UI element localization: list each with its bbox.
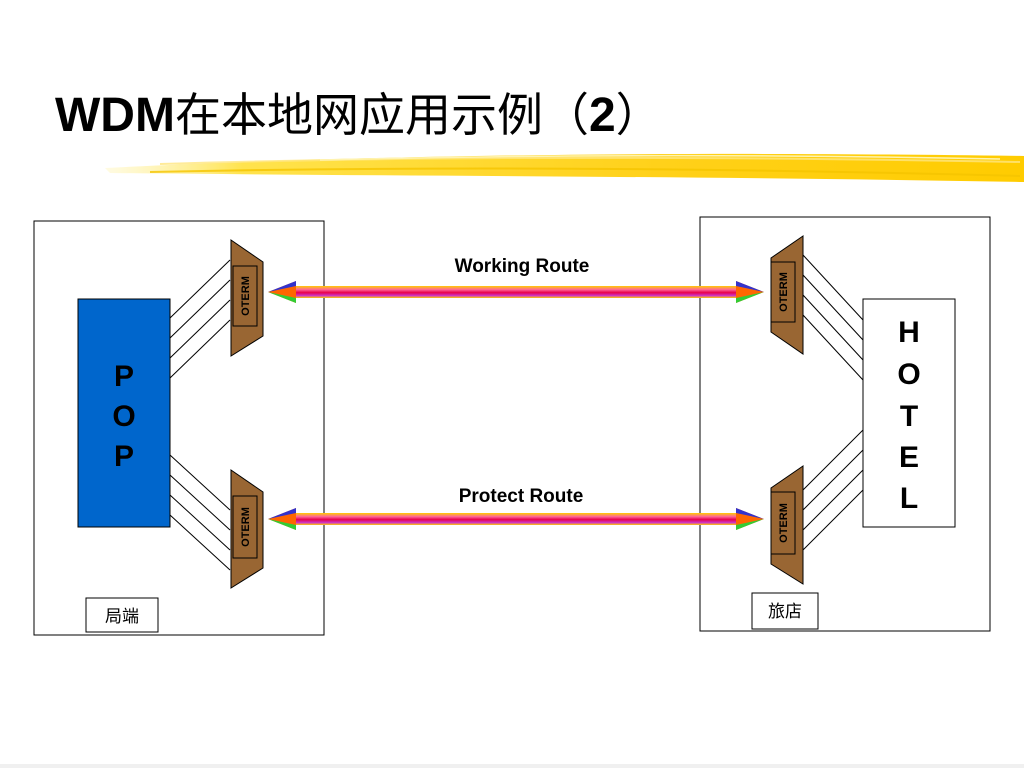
oterm-pop-working: OTERM [230, 239, 264, 357]
hotel-fiber-lines-bottom [802, 429, 864, 551]
oterm-label: OTERM [778, 503, 790, 543]
page-title: WDM在本地网应用示例（2） [55, 80, 662, 150]
protect-route-arrow [268, 508, 764, 530]
pop-fiber-lines-top [169, 259, 231, 379]
hotel-letter-2: O [897, 358, 920, 391]
hotel-letter-1: H [898, 316, 920, 349]
oterm-hotel-working: OTERM [770, 235, 804, 355]
protect-route-label: Protect Route [459, 486, 584, 507]
working-route-label: Working Route [455, 256, 590, 277]
pop-letter-3: P [114, 440, 134, 473]
pop-letter-2: O [112, 400, 135, 433]
title-close: ） [615, 88, 662, 142]
title-cjk: 在本地网应用示例（ [174, 88, 589, 142]
footer-rule [0, 764, 1024, 768]
oterm-label: OTERM [240, 507, 252, 547]
oterm-label: OTERM [778, 272, 790, 312]
hotel-node: H O T E L [862, 298, 956, 528]
pop-node: P O P [77, 298, 171, 528]
title-number: 2 [588, 89, 616, 142]
working-route-arrow [268, 281, 764, 303]
pop-letter-1: P [114, 360, 134, 393]
pop-fiber-lines-bottom [169, 454, 231, 571]
hotel-letter-4: E [899, 441, 919, 474]
hotel-letter-5: L [900, 482, 918, 515]
oterm-pop-protect: OTERM [230, 469, 264, 589]
central-office-label-box: 局端 [85, 597, 159, 633]
hotel-fiber-lines-top [802, 254, 864, 381]
title-underline [105, 153, 1024, 182]
title-latin: WDM [55, 89, 175, 142]
central-office-label: 局端 [105, 607, 139, 627]
hotel-site-label: 旅店 [768, 602, 802, 622]
hotel-letter-3: T [900, 400, 918, 433]
oterm-label: OTERM [240, 276, 252, 316]
hotel-site-label-box: 旅店 [751, 592, 819, 630]
oterm-hotel-protect: OTERM [770, 465, 804, 585]
